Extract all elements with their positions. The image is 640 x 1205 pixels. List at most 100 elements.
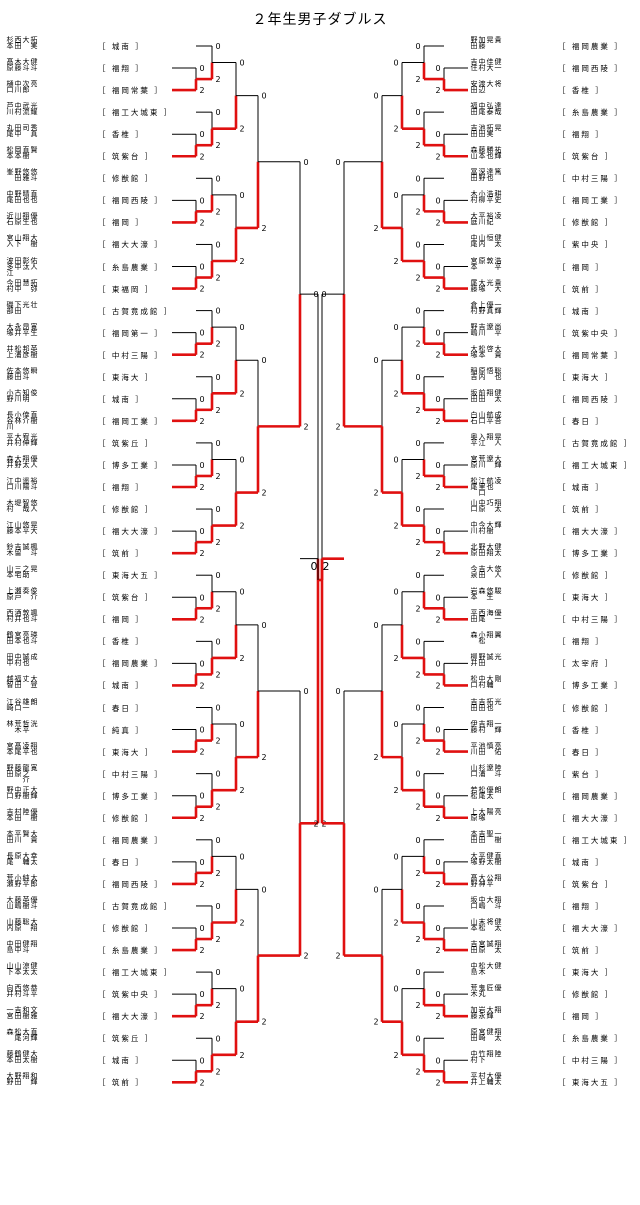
player-name: 大山 — [6, 895, 14, 908]
player-names: 荒瀬小野純平太郎 — [6, 874, 90, 895]
right-entry: 山口杉浦遼陸斗［ 紫台 ］ — [470, 764, 603, 785]
round-score: 0 — [303, 158, 308, 167]
player-name: 武流 — [22, 102, 30, 115]
round-score: 0 — [415, 307, 420, 316]
player-name: 堤 — [14, 499, 22, 506]
player-name: 亮也 — [22, 631, 30, 644]
round-score: 2 — [215, 406, 220, 415]
left-entry: 宮本髙尾凌平翔也［ 東海大 ］ — [6, 741, 152, 763]
player-name: 俊介 — [30, 587, 38, 600]
left-entry: 芦川中村武流光耀［ 福工大城東 ］ — [6, 102, 171, 123]
player-name: 吉川 — [478, 322, 486, 335]
player-names: 中島松木大健 — [470, 962, 554, 983]
player-name: 聡也 — [494, 366, 502, 379]
player-name: 福田 — [14, 675, 22, 688]
player-name: 亮 — [494, 807, 502, 814]
school-name: ［ 福岡農業 ］ — [558, 42, 624, 51]
player-name: 悠生 — [486, 587, 494, 600]
player-name: 裕斗 — [30, 477, 38, 489]
player-name: 優太 — [494, 1072, 502, 1085]
school-name: ［ 福大大濠 ］ — [558, 527, 624, 537]
player-names: 松本岡本直樹賢 — [6, 146, 90, 167]
round-score: 2 — [199, 483, 204, 492]
round-score: 2 — [415, 935, 420, 944]
round-score: 0 — [261, 356, 266, 365]
round-score: 2 — [215, 1001, 220, 1010]
school-name: ［ 中村三陽 ］ — [558, 615, 624, 625]
player-names: 中尾野田晴也直也 — [6, 190, 90, 211]
player-names: 吉田池田拓実晃 — [470, 124, 554, 145]
player-names: 野田加藤晃貴 — [470, 36, 554, 57]
player-name: 佐藤 — [6, 366, 14, 379]
player-name: 光 — [22, 300, 30, 307]
player-name: 凌平 — [22, 741, 30, 754]
player-names: 大庭平川裕紀凌 — [470, 212, 554, 233]
right-entry: 木村小柳浩平耕史［ 福岡工業 ］ — [470, 190, 622, 211]
player-name: 大塚 — [470, 851, 478, 864]
round-score: 2 — [199, 351, 204, 360]
left-entry: 野口中野正樹大輝［ 博多工業 ］ — [6, 786, 162, 807]
player-name: 翔 — [22, 1072, 30, 1079]
player-name: 拓実 — [30, 36, 38, 48]
round-score: 0 — [199, 593, 204, 602]
player-names: 中島田中健斗翔 — [6, 940, 90, 961]
player-name: 坂田 — [470, 388, 478, 401]
left-entry: 樋口中川次郎亮［ 福岡常葉 ］ — [6, 80, 162, 101]
round-score: 2 — [215, 604, 220, 613]
round-score: 2 — [435, 152, 440, 161]
player-name: 髙野 — [470, 873, 478, 886]
player-name: 一輝 — [494, 719, 502, 732]
round-score: 0 — [303, 687, 308, 696]
player-name: 松尾 — [14, 1028, 22, 1041]
player-name: 晃 — [486, 36, 494, 42]
player-name: 純平 — [22, 873, 30, 886]
player-name: 大神 — [478, 873, 486, 886]
school-name: ［ 福大大濠 ］ — [98, 240, 164, 250]
player-name: 凌 — [494, 477, 502, 483]
player-name: 陸 — [494, 1050, 502, 1057]
player-name: 翔太 — [494, 940, 502, 953]
left-entry: 大野野田翔和輝［ 筑前 ］ — [6, 1072, 143, 1093]
player-name: 大貴 — [494, 344, 502, 357]
round-score: 0 — [199, 196, 204, 205]
right-entry: 尾藤大塚光貴大［ 筑前 ］ — [470, 278, 603, 300]
player-names: 中川今村大樹輝 — [470, 521, 554, 542]
player-name: 江崎 — [6, 697, 14, 710]
player-names: 上原瀬戸奏俊介 — [6, 587, 90, 608]
right-entry: 宮原荒川遼大輝［ 福工大城東 ］ — [470, 455, 631, 476]
player-names: 山口中原巧翔太 — [470, 499, 554, 520]
round-score: 0 — [215, 704, 220, 713]
player-names: 芦川中村武流光耀 — [6, 102, 90, 123]
player-names: 大塚永井昂平寛生 — [6, 323, 90, 344]
player-name: 大斗 — [22, 58, 30, 71]
player-name: 鶴田 — [6, 631, 14, 644]
player-name: 中嶋 — [478, 895, 486, 908]
round-score: 2 — [415, 1067, 420, 1076]
player-name: 司 — [22, 124, 30, 131]
player-name: 原 — [478, 256, 486, 263]
right-entry: 柳井野田誠光［ 太宰府 ］ — [470, 653, 612, 674]
player-name: 弘泰 — [486, 102, 494, 115]
player-names: 安田渡辺大将 — [470, 80, 554, 101]
player-name: 丸尾 — [6, 124, 14, 137]
player-name: 上原 — [470, 807, 478, 820]
player-name: 光 — [486, 278, 494, 285]
right-entry: 冨田深野達也篤［ 中村三陽 ］ — [470, 168, 622, 189]
left-entry: 杉本西田大拓実［ 城南 ］ — [6, 36, 143, 57]
round-score: 0 — [215, 439, 220, 448]
player-name: 吉留 — [14, 543, 22, 556]
player-name: 平井 — [6, 432, 14, 445]
school-name: ［ 福翔 ］ — [558, 637, 605, 647]
player-names: 森山藤本勝也祐輝 — [470, 146, 554, 167]
player-name: 加藤 — [478, 36, 486, 48]
left-entry: 西村酒井敦也颯斗［ 福岡 ］ — [6, 609, 143, 630]
school-name: ［ 香椎 ］ — [558, 725, 605, 735]
player-name: 上原 — [6, 587, 14, 600]
player-name: 宮崎 — [478, 1028, 486, 1041]
player-name: 直輝 — [30, 1028, 38, 1041]
player-name: 浩平 — [494, 256, 502, 269]
round-score: 0 — [215, 505, 220, 514]
left-entry: 江崎谷口雄一朗［ 春日 ］ — [6, 697, 143, 719]
round-score: 2 — [415, 207, 420, 216]
left-entry: 江口中川遥陽裕斗［ 福翔 ］ — [6, 477, 143, 498]
